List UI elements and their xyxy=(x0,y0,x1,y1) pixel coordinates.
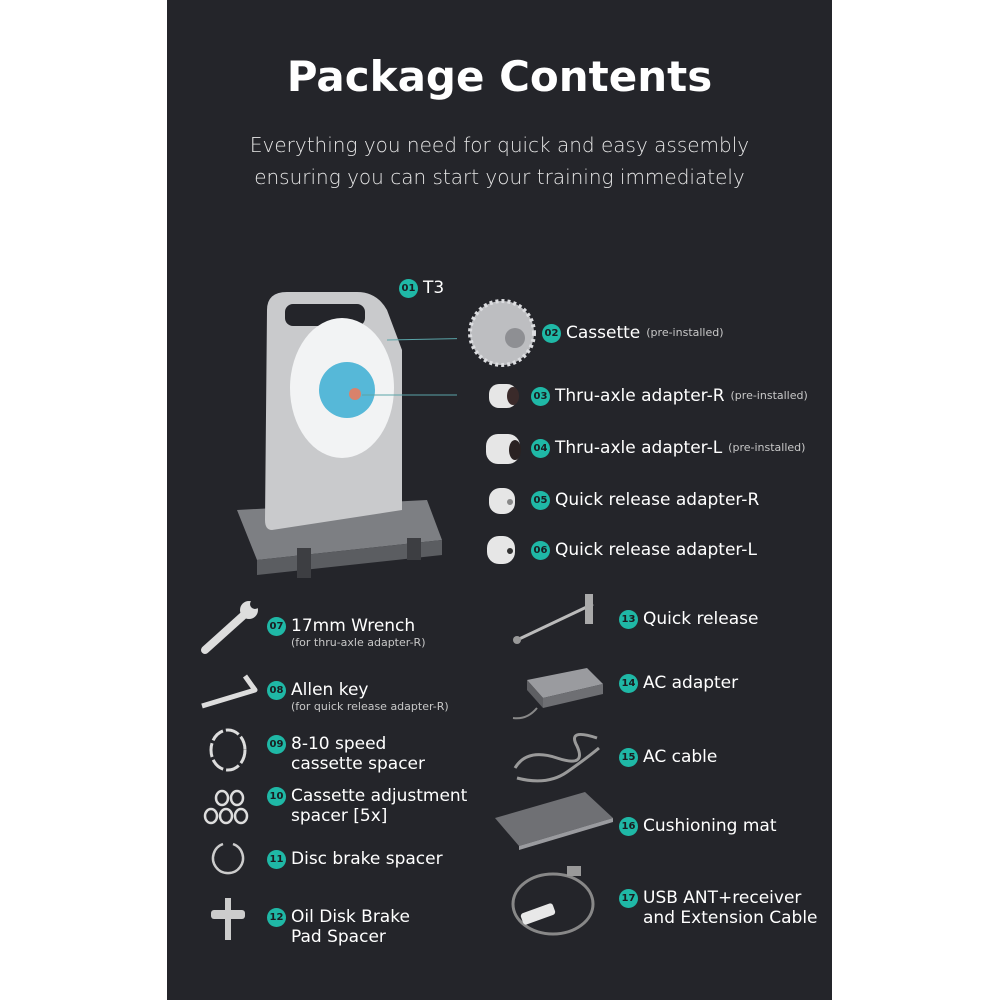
item-label: Oil Disk Brake xyxy=(291,907,410,927)
item-label: Quick release xyxy=(643,609,759,629)
item-label: USB ANT+receiver xyxy=(643,888,802,908)
item-label: Cushioning mat xyxy=(643,816,777,836)
page-title: Package Contents xyxy=(286,52,713,101)
item-16-cushioning-mat: 16 Cushioning mat xyxy=(619,816,777,836)
item-note: (for thru-axle adapter-R) xyxy=(291,636,426,649)
item-number-badge: 08 xyxy=(267,681,286,700)
item-label: Thru-axle adapter-R xyxy=(555,386,725,406)
allen-key-icon xyxy=(201,674,258,709)
brake-pad-spacer-icon xyxy=(211,898,245,940)
item-label: Quick release adapter-R xyxy=(555,490,760,510)
item-label: AC cable xyxy=(643,747,718,767)
quick-release-icon xyxy=(513,594,594,644)
item-number-badge: 03 xyxy=(531,387,550,406)
item-number-badge: 15 xyxy=(619,748,638,767)
item-label-line-2: Pad Spacer xyxy=(291,927,386,947)
item-01-t3: 01 T3 xyxy=(399,278,444,298)
package-contents-panel: Package Contents Everything you need for… xyxy=(167,0,832,1000)
item-11-disc-brake-spacer: 11 Disc brake spacer xyxy=(267,849,443,869)
ac-cable-icon xyxy=(513,732,600,783)
subtitle-line-1: Everything you need for quick and easy a… xyxy=(249,133,750,157)
disc-brake-spacer-icon xyxy=(211,842,245,875)
trainer-illustration xyxy=(237,292,457,578)
item-07-17mm-wrench: 07 17mm Wrench(for thru-axle adapter-R) xyxy=(267,616,425,650)
item-number-badge: 04 xyxy=(531,439,550,458)
item-number-badge: 05 xyxy=(531,491,550,510)
item-label: Thru-axle adapter-L xyxy=(555,438,723,458)
thru-axle-adapter-l-icon xyxy=(486,434,521,464)
item-08-allen-key: 08 Allen key(for quick release adapter-R… xyxy=(267,680,449,714)
cassette-icon xyxy=(468,299,536,367)
item-number-badge: 02 xyxy=(542,324,561,343)
item-note: (for quick release adapter-R) xyxy=(291,700,449,713)
item-number-badge: 01 xyxy=(399,279,418,298)
item-number-badge: 16 xyxy=(619,817,638,836)
item-number-badge: 06 xyxy=(531,541,550,560)
cassette-spacer-icon xyxy=(209,728,247,772)
item-number-badge: 09 xyxy=(267,735,286,754)
quick-release-adapter-l-icon xyxy=(487,536,515,564)
item-note: (pre-installed) xyxy=(728,441,806,454)
item-note: (pre-installed) xyxy=(646,326,724,339)
item-label: Cassette xyxy=(566,323,641,343)
item-label-line-2: cassette spacer xyxy=(291,754,425,774)
ac-adapter-icon xyxy=(512,668,603,720)
item-06-quick-release-adapter-l: 06 Quick release adapter-L xyxy=(531,540,757,560)
usb-ant-receiver-icon xyxy=(511,866,595,936)
item-14-ac-adapter: 14 AC adapter xyxy=(619,673,738,693)
thru-axle-adapter-r-icon xyxy=(489,384,519,408)
item-label-line-2: and Extension Cable xyxy=(643,908,818,928)
wrench-icon xyxy=(201,600,260,654)
item-number-badge: 14 xyxy=(619,674,638,693)
item-number-badge: 07 xyxy=(267,617,286,636)
cushioning-mat-icon xyxy=(495,792,613,850)
item-number-badge: 17 xyxy=(619,889,638,908)
item-number-badge: 13 xyxy=(619,610,638,629)
item-label: T3 xyxy=(423,278,445,298)
item-number-badge: 11 xyxy=(267,850,286,869)
item-label: AC adapter xyxy=(643,673,739,693)
item-13-quick-release: 13 Quick release xyxy=(619,609,758,629)
item-15-ac-cable: 15 AC cable xyxy=(619,747,717,767)
quick-release-adapter-r-icon xyxy=(489,488,515,514)
item-label-line-2: spacer [5x] xyxy=(291,806,388,826)
item-label: Quick release adapter-L xyxy=(555,540,757,560)
item-03-thru-axle-adapter-r: 03 Thru-axle adapter-R (pre-installed) xyxy=(531,386,808,406)
item-label: Disc brake spacer xyxy=(291,849,443,869)
item-number-badge: 10 xyxy=(267,787,286,806)
subtitle-line-2: ensuring you can start your training imm… xyxy=(254,165,745,189)
item-note: (pre-installed) xyxy=(730,389,808,402)
item-02-cassette: 02 Cassette (pre-installed) xyxy=(542,323,724,343)
adjustment-spacers-icon xyxy=(203,789,249,825)
item-label: 17mm Wrench xyxy=(291,616,416,636)
item-04-thru-axle-adapter-l: 04 Thru-axle adapter-L (pre-installed) xyxy=(531,438,805,458)
item-number-badge: 12 xyxy=(267,908,286,927)
item-05-quick-release-adapter-r: 05 Quick release adapter-R xyxy=(531,490,759,510)
item-label: Cassette adjustment xyxy=(291,786,468,806)
item-label: Allen key xyxy=(291,680,369,700)
item-label: 8-10 speed xyxy=(291,734,387,754)
